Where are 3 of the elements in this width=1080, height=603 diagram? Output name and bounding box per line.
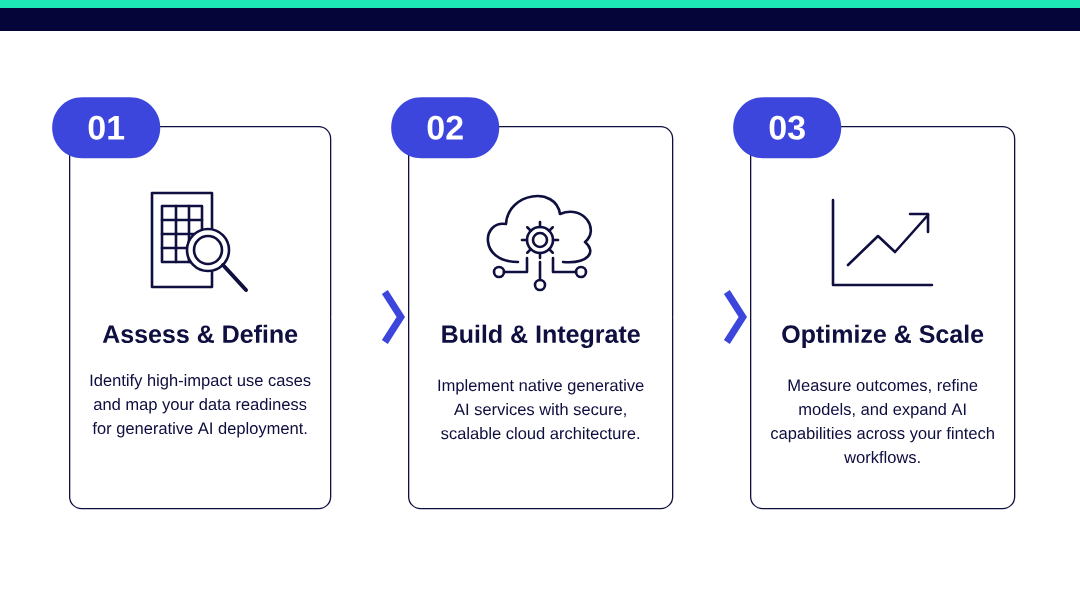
number-badge: 02 [391, 97, 500, 159]
number-badge: 03 [733, 97, 842, 159]
number-badge: 01 [52, 97, 161, 159]
